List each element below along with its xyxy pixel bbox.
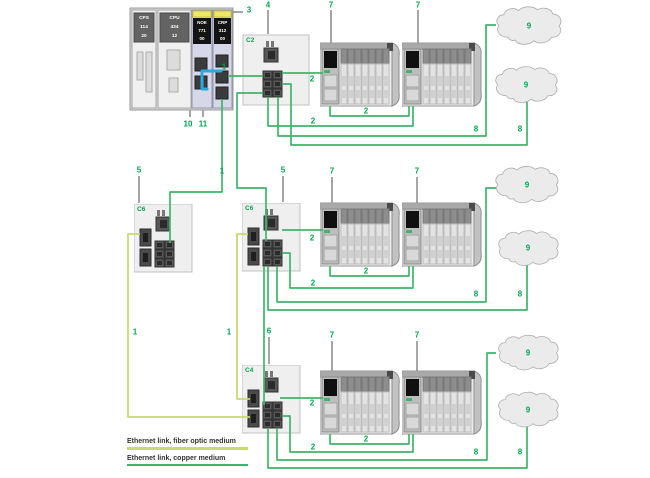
module-text: 00 — [219, 36, 225, 42]
plc-module-cpu: CPU 434 12 — [160, 14, 189, 41]
io-rack-1a — [320, 43, 399, 106]
callout-1: 1 — [221, 62, 227, 72]
callout-2: 2 — [310, 278, 316, 288]
module-text: 312 — [218, 28, 227, 34]
callout-1: 1 — [132, 327, 138, 337]
callout-1: 1 — [226, 327, 232, 337]
callout-9: 9 — [524, 180, 530, 190]
io-rack-2a — [320, 203, 399, 266]
callout-2: 2 — [309, 398, 315, 408]
callout-9: 9 — [526, 21, 532, 31]
callout-2: 2 — [310, 442, 316, 452]
plc-module-noe: NOE 771 00 — [193, 19, 211, 44]
module-text: 434 — [170, 25, 179, 30]
callout-1: 1 — [219, 166, 225, 176]
callout-7: 7 — [329, 330, 335, 340]
copper-links — [169, 24, 528, 469]
legend-item-fiber-label: Ethernet link, fiber optic medium — [127, 438, 236, 445]
callout-9: 9 — [523, 80, 529, 90]
callout-7: 7 — [414, 330, 420, 340]
callout-2: 2 — [309, 74, 315, 84]
module-text: CPS — [139, 16, 149, 21]
callout-9: 9 — [525, 405, 531, 415]
callout-2: 2 — [363, 106, 369, 116]
module-text: 771 — [198, 28, 206, 34]
switch-label-c2: C2 — [246, 37, 255, 44]
callout-4: 4 — [265, 0, 271, 10]
io-rack-1b — [402, 43, 481, 106]
callout-7: 7 — [415, 0, 421, 10]
callout-5: 5 — [280, 165, 286, 175]
switch-c4 — [242, 365, 300, 433]
io-rack-3a — [320, 371, 399, 434]
fiber-links — [127, 233, 250, 418]
callout-9: 9 — [525, 348, 531, 358]
switch-c6-left — [134, 204, 192, 272]
plc-rack — [129, 7, 234, 111]
io-rack-2b — [402, 203, 481, 266]
legend-copper-line-sample — [127, 463, 248, 466]
callout-8: 8 — [517, 289, 523, 299]
switch-label-c6-mid: C6 — [245, 205, 254, 212]
callout-8: 8 — [473, 124, 479, 134]
callout-8: 8 — [473, 289, 479, 299]
callout-2: 2 — [363, 434, 369, 444]
callout-6: 6 — [266, 326, 272, 336]
callout-2: 2 — [310, 116, 316, 126]
module-text: 00 — [199, 36, 205, 42]
callout-8: 8 — [473, 447, 479, 457]
callout-10: 10 — [183, 119, 193, 129]
callout-8: 8 — [517, 124, 523, 134]
module-text: NOE — [197, 20, 207, 25]
callout-2: 2 — [363, 266, 369, 276]
switch-c6-mid — [242, 203, 300, 271]
callout-7: 7 — [414, 166, 420, 176]
legend-fiber-line-sample — [127, 447, 248, 450]
callout-5: 5 — [136, 165, 142, 175]
callout-9: 9 — [525, 243, 531, 253]
module-text: 20 — [141, 34, 147, 39]
callout-2: 2 — [309, 233, 315, 243]
plc-module-crp: CRP 312 00 — [214, 19, 231, 44]
legend-item-copper-label: Ethernet link, copper medium — [127, 454, 226, 462]
module-text: CRP — [217, 20, 228, 25]
switch-c2 — [242, 34, 310, 106]
plc-module-cps: CPS 114 20 — [134, 14, 154, 41]
blue-patch-cable — [200, 69, 223, 91]
io-rack-3b — [402, 371, 481, 434]
callout-3: 3 — [246, 5, 252, 15]
switch-label-c6-left: C6 — [137, 206, 146, 213]
callout-8: 8 — [517, 447, 523, 457]
callout-7: 7 — [329, 166, 335, 176]
switch-label-c4: C4 — [245, 367, 254, 374]
callout-11: 11 — [198, 119, 208, 129]
legend: Ethernet link, fiber optic medium Ethern… — [127, 438, 257, 471]
module-text: 12 — [171, 34, 178, 39]
callout-7: 7 — [328, 0, 334, 10]
module-text: CPU — [169, 16, 180, 21]
module-text: 114 — [140, 25, 148, 30]
